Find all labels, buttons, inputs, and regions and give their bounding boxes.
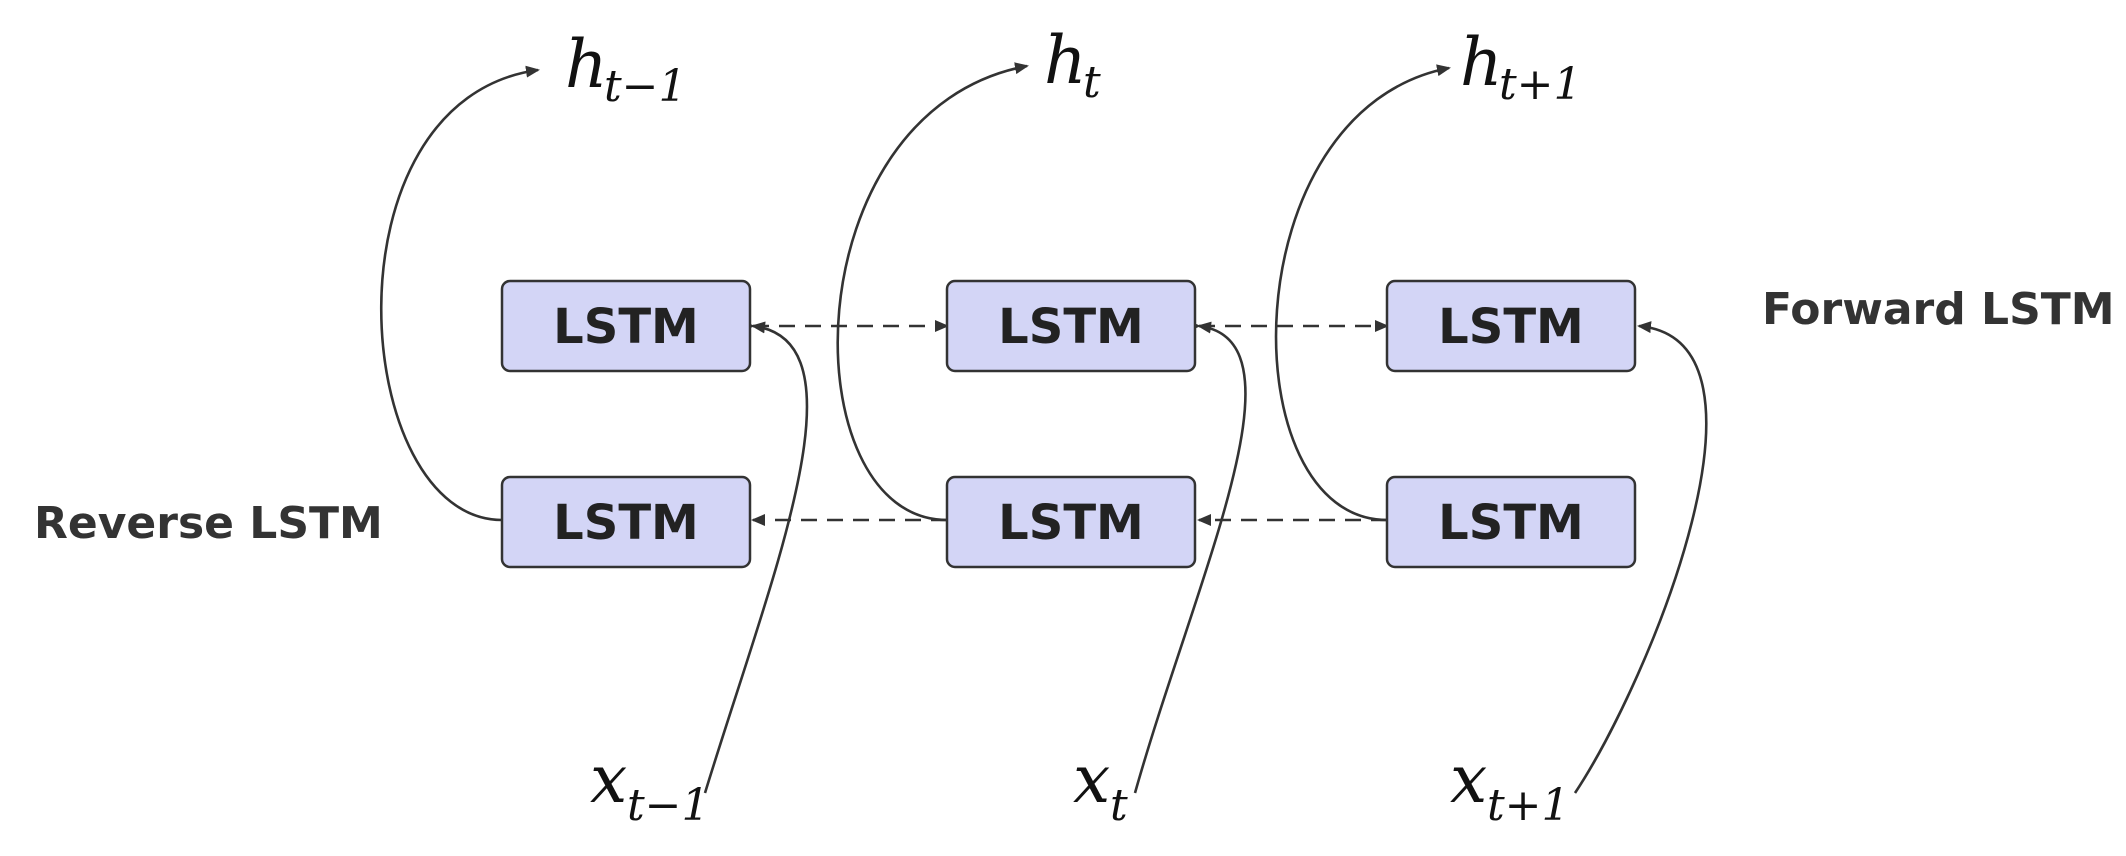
output-curve-h-t-1 (380, 65, 540, 522)
reverse-cell-2: LSTM (945, 475, 1197, 569)
output-h-t: h t (1044, 22, 1101, 108)
output-base: h (565, 26, 608, 103)
cell-label: LSTM (1438, 299, 1584, 355)
forward-cell-2: LSTM (945, 279, 1197, 373)
cell-label: LSTM (553, 299, 699, 355)
input-base: x (1073, 741, 1110, 818)
input-base: x (1450, 741, 1487, 818)
input-x-t+1: x t+1 (1450, 741, 1570, 831)
reverse-lstm-label: Reverse LSTM (34, 498, 383, 549)
forward-lstm-label: Forward LSTM (1762, 284, 2115, 335)
input-subscript: t+1 (1487, 780, 1570, 831)
output-curve-h-t+1 (1274, 64, 1451, 522)
cell-label: LSTM (998, 299, 1144, 355)
output-subscript: t (1083, 57, 1101, 108)
output-base: h (1460, 24, 1503, 101)
cell-label: LSTM (998, 495, 1144, 551)
output-subscript: t−1 (604, 61, 687, 112)
input-base: x (590, 741, 627, 818)
input-curve-x-t (1133, 321, 1247, 794)
cell-label: LSTM (1438, 495, 1584, 551)
input-x-t: x t (1073, 741, 1128, 831)
output-h-t-1: h t−1 (565, 26, 687, 112)
reverse-cell-3: LSTM (1385, 475, 1637, 569)
input-curve-x-t-1 (703, 321, 809, 794)
cell-label: LSTM (553, 495, 699, 551)
input-subscript: t (1110, 780, 1128, 831)
reverse-cell-1: LSTM (500, 475, 752, 569)
forward-cell-1: LSTM (500, 279, 752, 373)
input-x-t-1: x t−1 (590, 741, 710, 831)
output-subscript: t+1 (1499, 59, 1582, 110)
input-curve-x-t+1 (1573, 321, 1708, 794)
forward-cell-3: LSTM (1385, 279, 1637, 373)
output-curve-h-t (836, 62, 1029, 522)
output-base: h (1044, 22, 1087, 99)
output-h-t+1: h t+1 (1460, 24, 1582, 110)
input-subscript: t−1 (627, 780, 710, 831)
